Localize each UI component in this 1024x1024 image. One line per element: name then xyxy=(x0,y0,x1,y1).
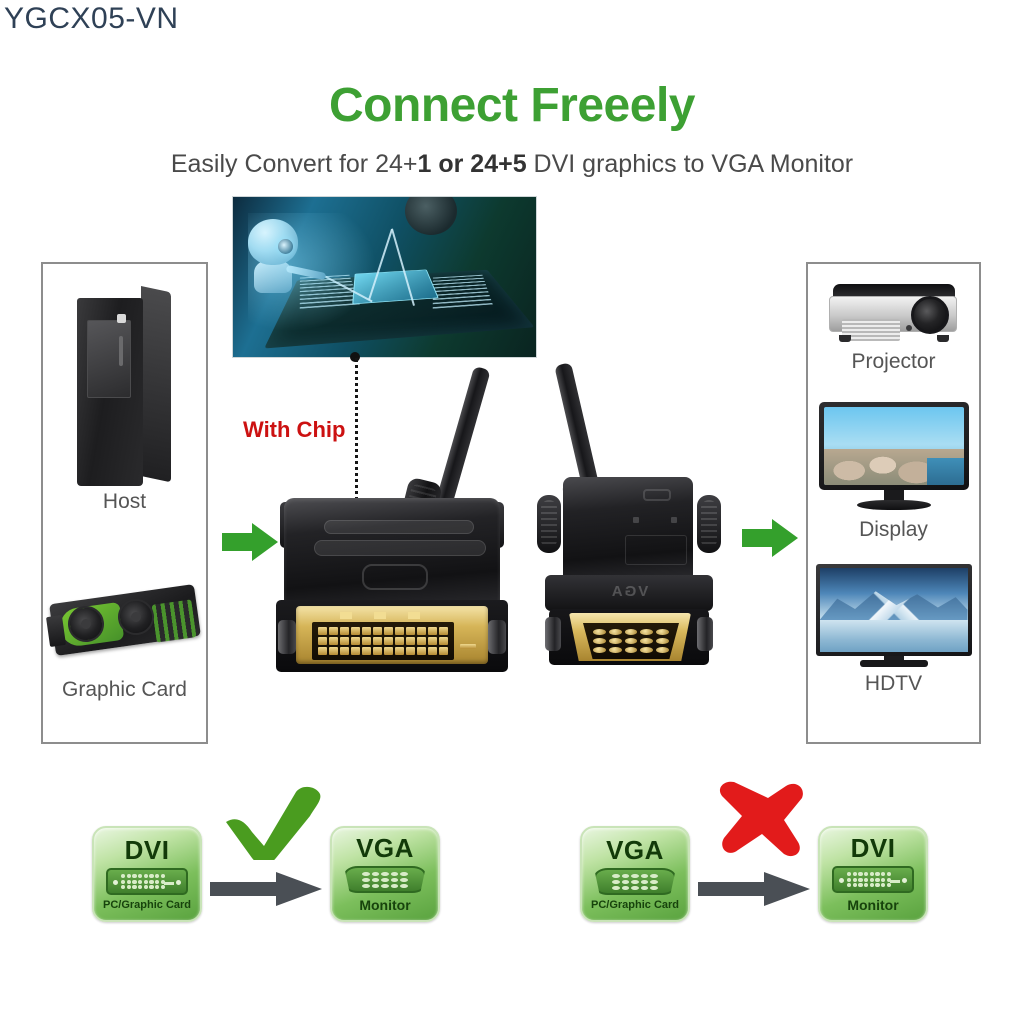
unsupported-source-port: VGA PC/Graphic Card xyxy=(580,826,690,922)
page-title: Connect Freeely xyxy=(329,79,695,132)
supported-target-subtitle: Monitor xyxy=(359,897,411,913)
with-chip-label: With Chip xyxy=(243,417,346,442)
conversion-arrow-supported-icon xyxy=(210,872,322,906)
unsupported-target-port: DVI Monitor xyxy=(818,826,928,922)
source-item-graphic-card-label: Graphic Card xyxy=(62,678,187,701)
callout-leader-line xyxy=(355,358,358,520)
callout-leader-dot-top xyxy=(350,352,360,362)
source-devices-panel: Host Graphic Card xyxy=(41,262,208,744)
destination-item-projector-label: Projector xyxy=(851,350,936,373)
destination-item-display: Display xyxy=(818,392,969,542)
supported-source-port: DVI PC/Graphic Card xyxy=(92,826,202,922)
supported-source-title: DVI xyxy=(124,835,170,865)
chip-technology-photo xyxy=(232,196,537,358)
check-icon xyxy=(226,787,321,860)
dvi-port-icon xyxy=(832,866,914,893)
source-item-host-label: Host xyxy=(102,490,147,513)
conversion-arrow-unsupported-icon xyxy=(698,872,810,906)
unsupported-source-title: VGA xyxy=(606,835,664,865)
destination-item-hdtv-label: HDTV xyxy=(864,672,923,695)
television-icon xyxy=(815,564,972,668)
destination-devices-panel: Projector Display xyxy=(806,262,981,744)
subtitle-emphasis: 1 or 24+5 xyxy=(417,150,527,178)
subtitle-part-one: Easily Convert for 24+ xyxy=(170,150,418,178)
dvi-pin-array xyxy=(312,622,454,660)
vga-port-icon xyxy=(594,868,676,895)
source-item-host: Host xyxy=(76,264,173,514)
dvi-port-icon xyxy=(106,868,188,895)
dvi-connector xyxy=(276,492,508,678)
unsupported-source-subtitle: PC/Graphic Card xyxy=(590,899,680,911)
subtitle-part-two: DVI graphics to VGA Monitor xyxy=(526,150,854,178)
monitor-icon xyxy=(818,402,969,514)
robot-arm-tool-icon xyxy=(405,197,458,236)
supported-target-port: VGA Monitor xyxy=(330,826,440,922)
vga-pin-array xyxy=(583,623,679,659)
flow-arrow-left-icon xyxy=(222,523,278,561)
unsupported-target-title: DVI xyxy=(850,833,896,863)
robot-mascot-icon xyxy=(242,219,327,294)
vga-shell-embossed-text: VGA xyxy=(609,583,649,600)
destination-item-display-label: Display xyxy=(859,518,928,541)
vga-port-icon xyxy=(344,866,426,893)
unsupported-target-subtitle: Monitor xyxy=(847,897,899,913)
supported-target-title: VGA xyxy=(356,833,414,863)
destination-item-hdtv: HDTV xyxy=(815,556,972,696)
graphics-card-icon xyxy=(45,580,204,662)
projector-icon xyxy=(825,282,963,346)
watermark-text: YGCX05-VN xyxy=(4,2,179,35)
flow-arrow-right-icon xyxy=(742,519,798,557)
compatibility-supported-group: DVI PC/Graphic Card VGA xyxy=(92,787,442,926)
supported-source-subtitle: PC/Graphic Card xyxy=(102,899,192,911)
pc-tower-icon xyxy=(76,286,173,486)
compatibility-unsupported-group: VGA PC/Graphic Card DVI xyxy=(580,781,930,926)
page-subtitle: Easily Convert for 24+1 or 24+5 DVI grap… xyxy=(0,150,1024,179)
source-item-graphic-card: Graphic Card xyxy=(45,572,204,702)
vga-connector: VGA xyxy=(531,477,727,677)
destination-item-projector: Projector xyxy=(825,264,963,374)
x-icon xyxy=(719,781,803,857)
